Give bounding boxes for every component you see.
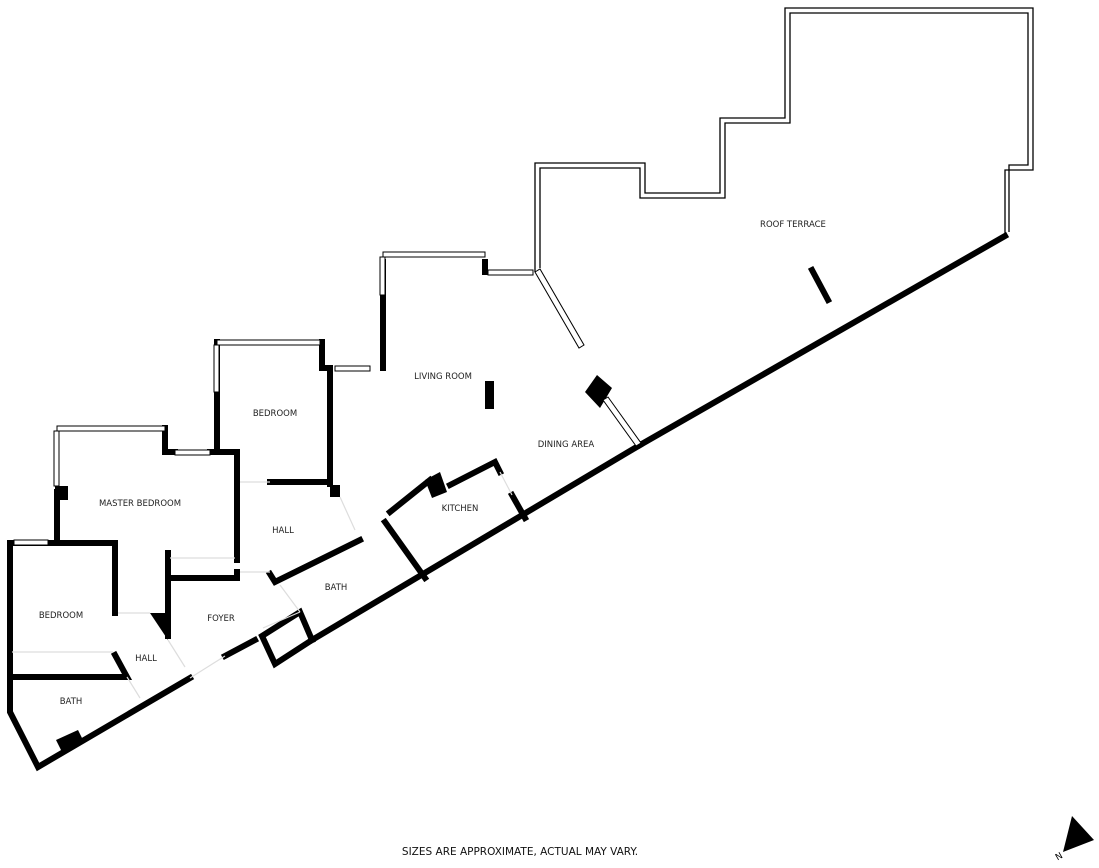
openings <box>12 471 513 699</box>
compass-label: N <box>1054 851 1065 863</box>
exterior-walls <box>7 231 1010 772</box>
label-kitchen: KITCHEN <box>442 504 479 514</box>
disclaimer-footer: SIZES ARE APPROXIMATE, ACTUAL MAY VARY. <box>401 846 639 858</box>
label-bath-lower: BATH <box>60 697 83 707</box>
label-living-room: LIVING ROOM <box>414 372 472 382</box>
windows <box>13 251 642 546</box>
label-dining-area: DINING AREA <box>538 440 595 450</box>
north-arrow-icon: N <box>1054 816 1094 863</box>
label-bedroom-upper: BEDROOM <box>253 409 297 419</box>
label-roof-terrace: ROOF TERRACE <box>760 220 826 230</box>
label-hall-upper: HALL <box>272 526 294 536</box>
label-foyer: FOYER <box>207 614 235 624</box>
label-hall-lower: HALL <box>135 654 157 664</box>
roof-terrace-outline <box>534 7 1034 272</box>
label-bedroom-lower: BEDROOM <box>39 611 83 621</box>
label-master-bedroom: MASTER BEDROOM <box>99 499 181 509</box>
interior-walls <box>7 259 833 752</box>
label-bath-middle: BATH <box>325 583 348 593</box>
